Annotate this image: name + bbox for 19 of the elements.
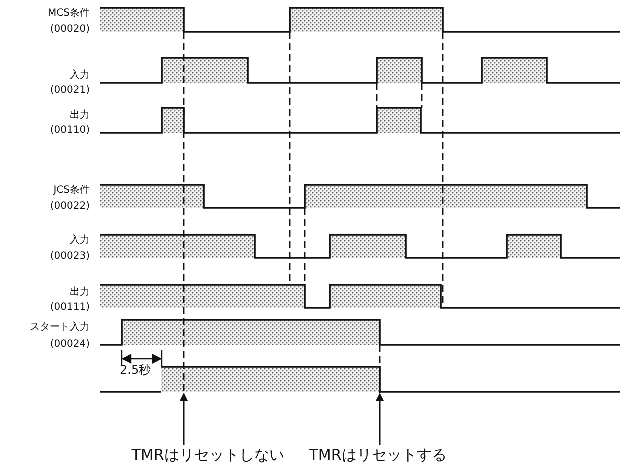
dimension-label: 2.5秒 (120, 364, 152, 376)
signal-address: (00024) (50, 339, 90, 351)
signal-name: 出力 (70, 287, 90, 299)
arrow (376, 393, 384, 445)
signal-name: 出力 (70, 110, 90, 122)
annotation-text: TMRはリセットしない (132, 446, 284, 464)
signal-name: JCS条件 (54, 185, 90, 197)
signal-name: 入力 (70, 235, 90, 247)
signal-address: (00111) (50, 302, 90, 314)
signal-address: (00022) (50, 201, 90, 213)
signal-address: (00021) (50, 85, 90, 97)
signal-address: (00023) (50, 251, 90, 263)
signal-name: スタート入力 (30, 322, 90, 334)
signal-address: (00020) (50, 24, 90, 36)
signal-name: 入力 (70, 70, 90, 82)
annotation-text: TMRはリセットする (309, 446, 447, 464)
signal-address: (00110) (50, 125, 90, 137)
arrow (180, 393, 188, 445)
signal-name: MCS条件 (48, 8, 90, 20)
